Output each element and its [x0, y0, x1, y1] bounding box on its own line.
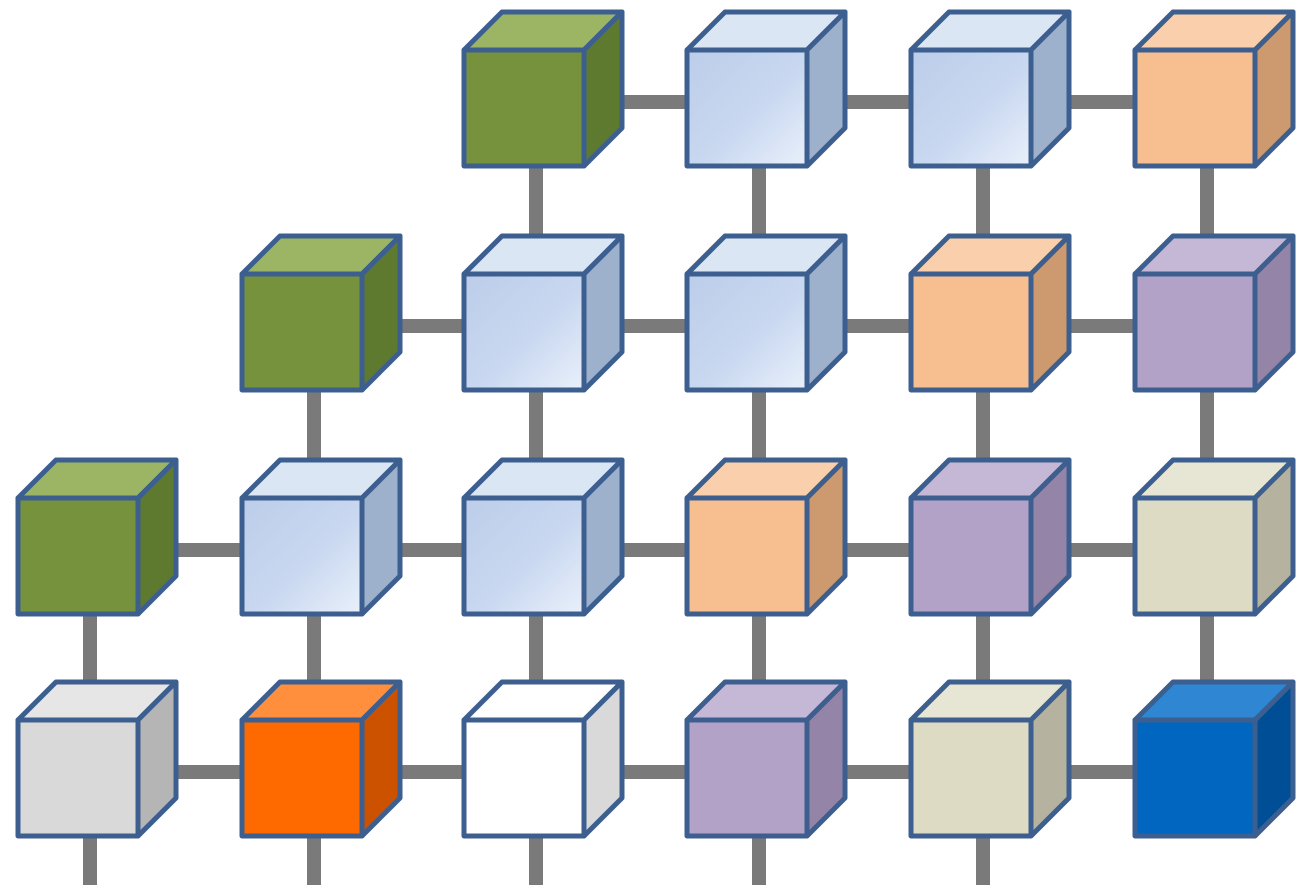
cube-blue: [1132, 679, 1296, 839]
cube-lightblue: [461, 457, 625, 617]
cube-lightblue: [684, 233, 848, 393]
cube-white: [461, 679, 625, 839]
cube-green: [239, 233, 403, 393]
cube-front-face: [15, 495, 141, 617]
cube-lightblue: [461, 233, 625, 393]
cube-lightblue: [684, 9, 848, 169]
cube-front-face: [15, 717, 141, 839]
cube-front-face: [239, 271, 365, 393]
cube-orange: [239, 679, 403, 839]
bottom-stub-link: [976, 836, 990, 885]
cube-front-face: [461, 495, 587, 617]
cube-front-face: [1132, 717, 1258, 839]
cube-front-face: [461, 717, 587, 839]
bottom-stub-link: [83, 836, 97, 885]
bottom-stub-link: [529, 836, 543, 885]
cube-peach: [684, 457, 848, 617]
cube-lavender: [1132, 233, 1296, 393]
cube-green: [461, 9, 625, 169]
cube-front-face: [1132, 47, 1258, 169]
cube-lightblue: [908, 9, 1072, 169]
cube-lavender: [908, 457, 1072, 617]
cube-front-face: [1132, 495, 1258, 617]
cube-front-face: [908, 495, 1034, 617]
cube-beige: [1132, 457, 1296, 617]
cube-peach: [908, 233, 1072, 393]
cube-front-face: [908, 717, 1034, 839]
cube-lightblue: [239, 457, 403, 617]
cube-front-face: [684, 271, 810, 393]
cube-peach: [1132, 9, 1296, 169]
cube-lavender: [684, 679, 848, 839]
cube-front-face: [461, 271, 587, 393]
cube-front-face: [239, 495, 365, 617]
cube-front-face: [684, 717, 810, 839]
cube-front-face: [908, 47, 1034, 169]
cube-front-face: [1132, 271, 1258, 393]
bottom-stub-link: [752, 836, 766, 885]
cube-green: [15, 457, 179, 617]
bottom-stub-link: [307, 836, 321, 885]
cube-front-face: [908, 271, 1034, 393]
cube-gray: [15, 679, 179, 839]
cube-front-face: [684, 495, 810, 617]
cube-front-face: [239, 717, 365, 839]
cube-front-face: [461, 47, 587, 169]
cube-beige: [908, 679, 1072, 839]
cube-front-face: [684, 47, 810, 169]
cubes-layer: [15, 9, 1296, 839]
